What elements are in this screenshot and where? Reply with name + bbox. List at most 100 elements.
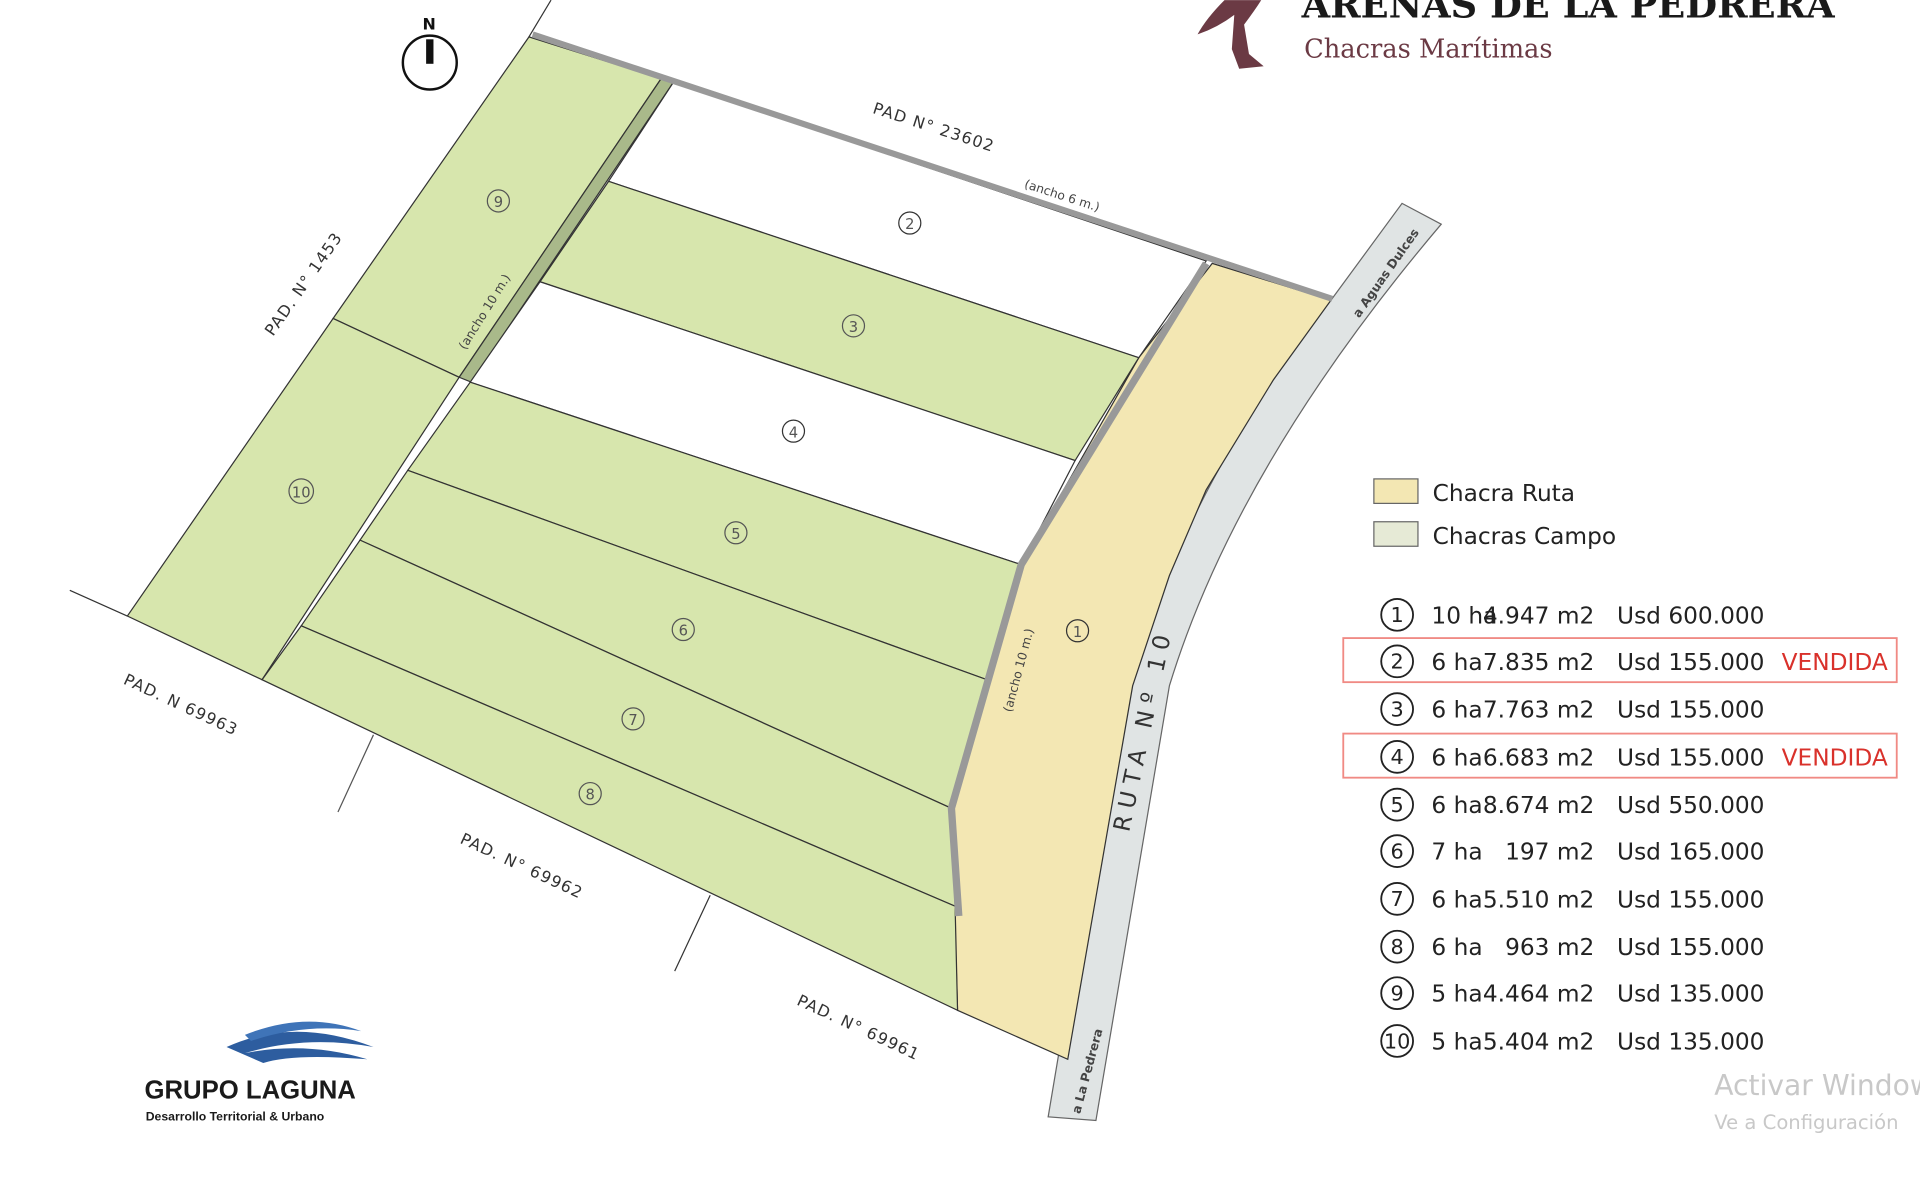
lot-number: 9 (1391, 982, 1404, 1006)
lot-number-circle (1380, 882, 1414, 916)
lot-square-meters: 4.464 m2 (1483, 981, 1594, 1008)
north-arrow-icon: N (401, 15, 458, 91)
svg-text:4: 4 (789, 424, 798, 441)
lot-square-meters: 5.404 m2 (1483, 1029, 1594, 1056)
legend-label-ruta: Chacra Ruta (1433, 480, 1575, 507)
legend-swatch-ruta (1373, 478, 1419, 504)
lot-square-meters: 7.835 m2 (1483, 649, 1594, 676)
lot-hectares: 7 ha (1431, 839, 1482, 866)
lot-number: 4 (1391, 745, 1404, 769)
lot-markers: 1 2 3 4 5 6 7 8 9 10 (288, 189, 1090, 806)
pad-69961-label: PAD. N° 69961 (794, 991, 923, 1065)
svg-text:7: 7 (628, 712, 637, 729)
wave-logo-icon (226, 1031, 374, 1063)
windows-activation-watermark-sub: Ve a Configuración (1714, 1111, 1898, 1134)
lot-price: Usd 155.000 (1617, 697, 1764, 724)
svg-text:Desarrollo Territorial & Urban: Desarrollo Territorial & Urbano (146, 1110, 325, 1124)
lot-number: 3 (1391, 697, 1404, 721)
windows-activation-watermark: Activar Windows (1714, 1069, 1920, 1102)
lot-price: Usd 155.000 (1617, 744, 1764, 771)
lot-hectares: 6 ha (1431, 792, 1482, 819)
lot-number-circle (1380, 597, 1414, 632)
lot-row: 6 7 ha 197 m2 Usd 165.000 (1380, 834, 1764, 868)
sold-highlight (1342, 637, 1898, 684)
pad-69962-label: PAD. N° 69962 (457, 829, 586, 903)
lot-marker-9: 9 (486, 189, 511, 213)
lot-number: 1 (1391, 603, 1404, 627)
lot-number-circle (1380, 644, 1414, 679)
pad-69963-label: PAD. N 69963 (121, 670, 241, 740)
lot-price: Usd 135.000 (1617, 981, 1764, 1008)
lot-number-circle (1380, 740, 1414, 774)
lot-number-circle (1380, 834, 1414, 868)
lot-hectares: 10 ha (1431, 602, 1497, 629)
brand-title: ARENAS DE LA PEDRERA (1301, 0, 1836, 26)
lot-marker-7: 7 (621, 707, 645, 731)
lot-number: 8 (1391, 935, 1404, 959)
lot-marker-4: 4 (781, 419, 806, 443)
grupo-laguna-logo: GRUPO LAGUNA Desarrollo Territorial & Ur… (144, 1021, 374, 1124)
lot-row: 8 6 ha 963 m2 Usd 155.000 (1380, 929, 1764, 964)
lot-number-circle (1380, 1024, 1414, 1058)
lot-number: 2 (1391, 650, 1404, 674)
lot-number-circle (1380, 692, 1414, 726)
lot-marker-1: 1 (1065, 619, 1090, 643)
lot-price: Usd 155.000 (1617, 886, 1764, 913)
pad-23602-label: PAD N° 23602 (871, 99, 998, 156)
road-6m (531, 31, 1334, 302)
svg-text:5: 5 (731, 526, 740, 543)
lot-number: 5 (1391, 793, 1404, 817)
heron-logo-icon (1197, 0, 1264, 69)
lot-hectares: 5 ha (1431, 1029, 1482, 1056)
lot-marker-3: 3 (841, 314, 866, 338)
lot-square-meters: 6.683 m2 (1483, 744, 1594, 771)
lot-square-meters: 7.763 m2 (1483, 697, 1594, 724)
lot-8[interactable] (261, 625, 959, 1012)
brand-header: ARENAS DE LA PEDRERA Chacras Marítimas (1197, 0, 1836, 69)
lot-number: 7 (1391, 887, 1404, 911)
lot-hectares: 6 ha (1431, 697, 1482, 724)
lot-number-circle (1380, 976, 1414, 1011)
lot-price: Usd 550.000 (1617, 792, 1764, 819)
lot-price: Usd 165.000 (1617, 839, 1764, 866)
lot-number: 6 (1391, 839, 1404, 863)
lot-marker-6: 6 (671, 617, 695, 642)
lot-marker-5: 5 (724, 521, 748, 545)
lot-square-meters: 8.674 m2 (1483, 792, 1594, 819)
sold-highlight (1342, 732, 1898, 779)
lot-marker-8: 8 (578, 781, 602, 806)
lot-square-meters: 963 m2 (1505, 934, 1594, 961)
lot-price: Usd 135.000 (1617, 1029, 1764, 1056)
svg-text:10: 10 (292, 484, 311, 501)
lot-price: Usd 155.000 (1617, 934, 1764, 961)
lot-square-meters: 4.947 m2 (1483, 602, 1594, 629)
brand-subtitle: Chacras Marítimas (1304, 35, 1553, 65)
lot-hectares: 6 ha (1431, 934, 1482, 961)
lot-hectares: 6 ha (1431, 649, 1482, 676)
legend-label-campo: Chacras Campo (1433, 523, 1616, 550)
lot-marker-2: 2 (898, 211, 922, 235)
road-10m-east (947, 261, 1210, 917)
svg-text:GRUPO LAGUNA: GRUPO LAGUNA (144, 1076, 355, 1104)
legend: Chacra Ruta Chacras Campo (1373, 478, 1616, 550)
svg-text:6: 6 (679, 623, 688, 640)
sold-status: VENDIDA (1782, 649, 1888, 676)
svg-text:8: 8 (586, 787, 595, 804)
lot-number-circle (1380, 929, 1414, 964)
lot-square-meters: 197 m2 (1505, 839, 1594, 866)
lot-marker-10: 10 (288, 478, 315, 504)
svg-text:2: 2 (905, 216, 914, 233)
lot-hectares: 5 ha (1431, 981, 1482, 1008)
legend-swatch-campo (1373, 521, 1419, 547)
svg-text:N: N (422, 15, 435, 34)
lot-hectares: 6 ha (1431, 744, 1482, 771)
